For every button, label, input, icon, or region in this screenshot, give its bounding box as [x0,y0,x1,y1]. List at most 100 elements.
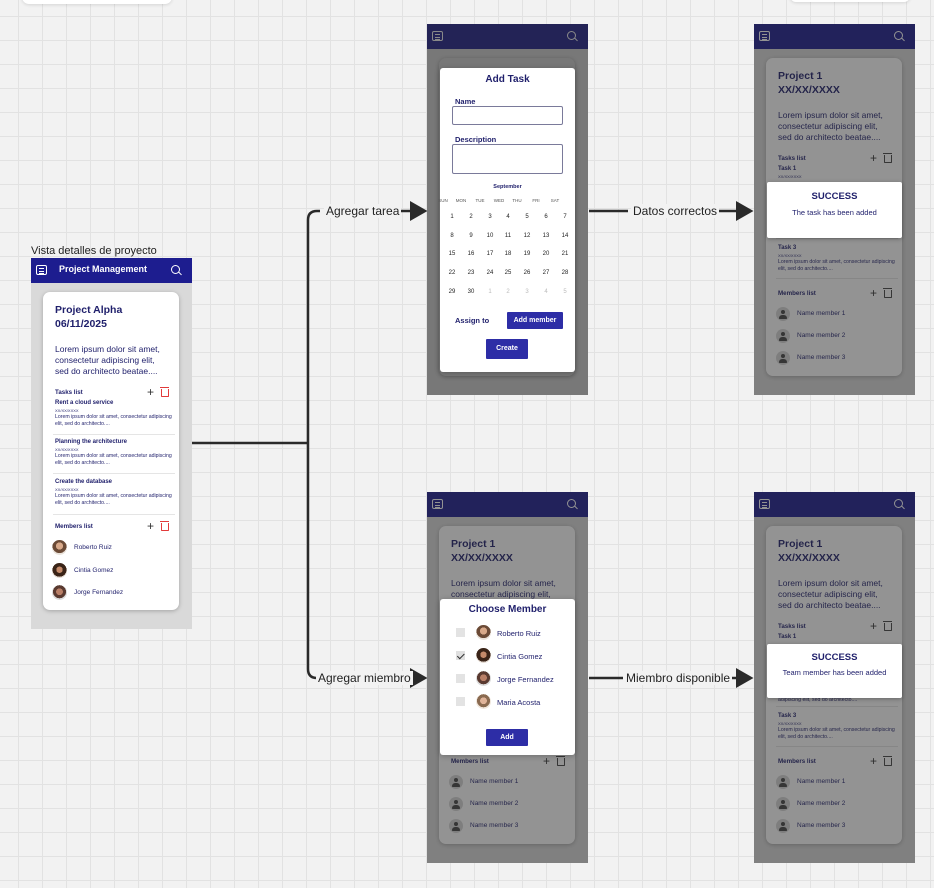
calendar-day[interactable]: 29 [448,289,456,295]
member-option-name[interactable]: Cintia Gomez [497,652,543,661]
assign-to-label: Assign to [455,316,490,325]
calendar-day[interactable]: 18 [504,251,512,257]
member-avatar [52,540,67,555]
modal-title: Choose Member [468,604,547,615]
calendar-day: 3 [525,289,529,295]
member-success-screen: Project 1 XX/XX/XXXX Lorem ipsum dolor s… [754,492,915,863]
member-avatar [476,694,491,709]
weekday: FRI [532,198,540,203]
calendar-day[interactable]: 16 [467,251,475,257]
add-task-button[interactable]: + [147,385,155,399]
flow-label-valid-data: Datos correctos [631,204,720,218]
calendar-day[interactable]: 19 [523,251,531,257]
calendar-day[interactable]: 30 [467,289,475,295]
member-avatar [476,671,491,686]
project-card: Project Alpha 06/11/2025 Lorem ipsum dol… [43,292,179,610]
task-description: Lorem ipsum dolor sit amet, consectetur … [55,493,172,506]
calendar-day[interactable]: 28 [561,270,569,276]
task-title[interactable]: Planning the architecture [55,439,128,445]
add-member-button[interactable]: Add member [507,312,563,329]
calendar-day[interactable]: 2 [469,214,473,220]
search-icon[interactable] [171,265,180,274]
calendar-day[interactable]: 13 [542,233,550,239]
modal-title: Add Task [485,74,530,85]
calendar-day[interactable]: 6 [544,214,548,220]
project-date: 06/11/2025 [55,318,107,330]
calendar-day[interactable]: 7 [563,214,567,220]
calendar-day[interactable]: 21 [561,251,569,257]
screen-title: Vista detalles de proyecto [31,245,157,257]
calendar-day[interactable]: 14 [561,233,569,239]
member-avatar [476,648,491,663]
calendar-day[interactable]: 22 [448,270,456,276]
calendar-day[interactable]: 5 [525,214,529,220]
project-name: Project Alpha [55,304,123,316]
calendar-day[interactable]: 24 [486,270,494,276]
calendar-day: 1 [488,289,492,295]
calendar-day[interactable]: 1 [450,214,454,220]
choose-member-modal: Choose Member Roberto Ruiz Cintia Gomez … [440,599,575,755]
delete-task-icon[interactable] [159,386,169,397]
calendar-day[interactable]: 25 [504,270,512,276]
divider [53,473,175,474]
description-label: Description [455,135,497,144]
calendar-day[interactable]: 9 [469,233,473,239]
add-member-button[interactable]: + [147,519,155,533]
member-option-name[interactable]: Maria Acosta [497,698,541,707]
task-date: XX/XX/XXXX [55,487,79,492]
task-title[interactable]: Create the database [55,479,113,485]
offscreen-card-left [22,0,172,4]
calendar-day: 4 [544,289,548,295]
success-toast: SUCCESS Team member has been added [767,644,902,698]
calendar-day[interactable]: 23 [467,270,475,276]
calendar-day[interactable]: 12 [523,233,531,239]
member-checkbox[interactable] [456,697,465,706]
member-option-name[interactable]: Roberto Ruiz [497,629,541,638]
add-task-screen: Add Task Name Description September SUN … [427,24,588,395]
app-title: Project Management [59,264,148,274]
task-description-input[interactable] [452,144,563,174]
member-name[interactable]: Cintia Gomez [74,567,114,574]
member-name[interactable]: Jorge Fernandez [74,589,124,596]
member-checkbox-checked[interactable] [456,651,465,660]
calendar-month: September [493,184,522,190]
calendar-week: 15 16 17 18 19 20 21 [440,251,576,261]
toast-message: The task has been added [792,208,877,217]
project-detail-screen: Project Management Project Alpha 06/11/2… [31,258,192,629]
member-name[interactable]: Roberto Ruiz [74,544,112,551]
weekday: TUE [475,198,485,203]
calendar-day: 5 [563,289,567,295]
flow-label-add-member: Agregar miembro [316,671,413,685]
member-checkbox[interactable] [456,628,465,637]
add-button[interactable]: Add [486,729,528,746]
delete-member-icon[interactable] [159,520,169,531]
task-date: XX/XX/XXXX [55,408,79,413]
member-avatar [52,585,67,600]
calendar-day[interactable]: 8 [450,233,454,239]
calendar-weekdays: SUN MON TUE WED THU FRI SAT [438,198,576,208]
choose-member-screen: Project 1 XX/XX/XXXX Lorem ipsum dolor s… [427,492,588,863]
toast-title: SUCCESS [811,652,858,663]
create-button[interactable]: Create [486,339,528,359]
calendar-day[interactable]: 10 [486,233,494,239]
menu-icon[interactable] [36,265,47,275]
project-description: Lorem ipsum dolor sit amet, consectetur … [55,344,160,376]
calendar-day[interactable]: 15 [448,251,456,257]
calendar-week: 8 9 10 11 12 13 14 [440,233,576,243]
calendar-day[interactable]: 11 [504,233,512,239]
success-toast: SUCCESS The task has been added [767,182,902,238]
calendar-day[interactable]: 4 [506,214,510,220]
member-option-name[interactable]: Jorge Fernandez [497,675,554,684]
calendar-day[interactable]: 27 [542,270,550,276]
task-title[interactable]: Rent a cloud service [55,400,114,406]
calendar-day[interactable]: 3 [488,214,492,220]
calendar-day[interactable]: 17 [486,251,494,257]
calendar-day[interactable]: 20 [542,251,550,257]
toast-message: Team member has been added [782,668,887,677]
task-name-input[interactable] [452,106,563,125]
weekday: THU [512,198,522,203]
calendar-week: 22 23 24 25 26 27 28 [440,270,576,280]
calendar-day[interactable]: 26 [523,270,531,276]
weekday: SAT [550,198,560,203]
member-checkbox[interactable] [456,674,465,683]
